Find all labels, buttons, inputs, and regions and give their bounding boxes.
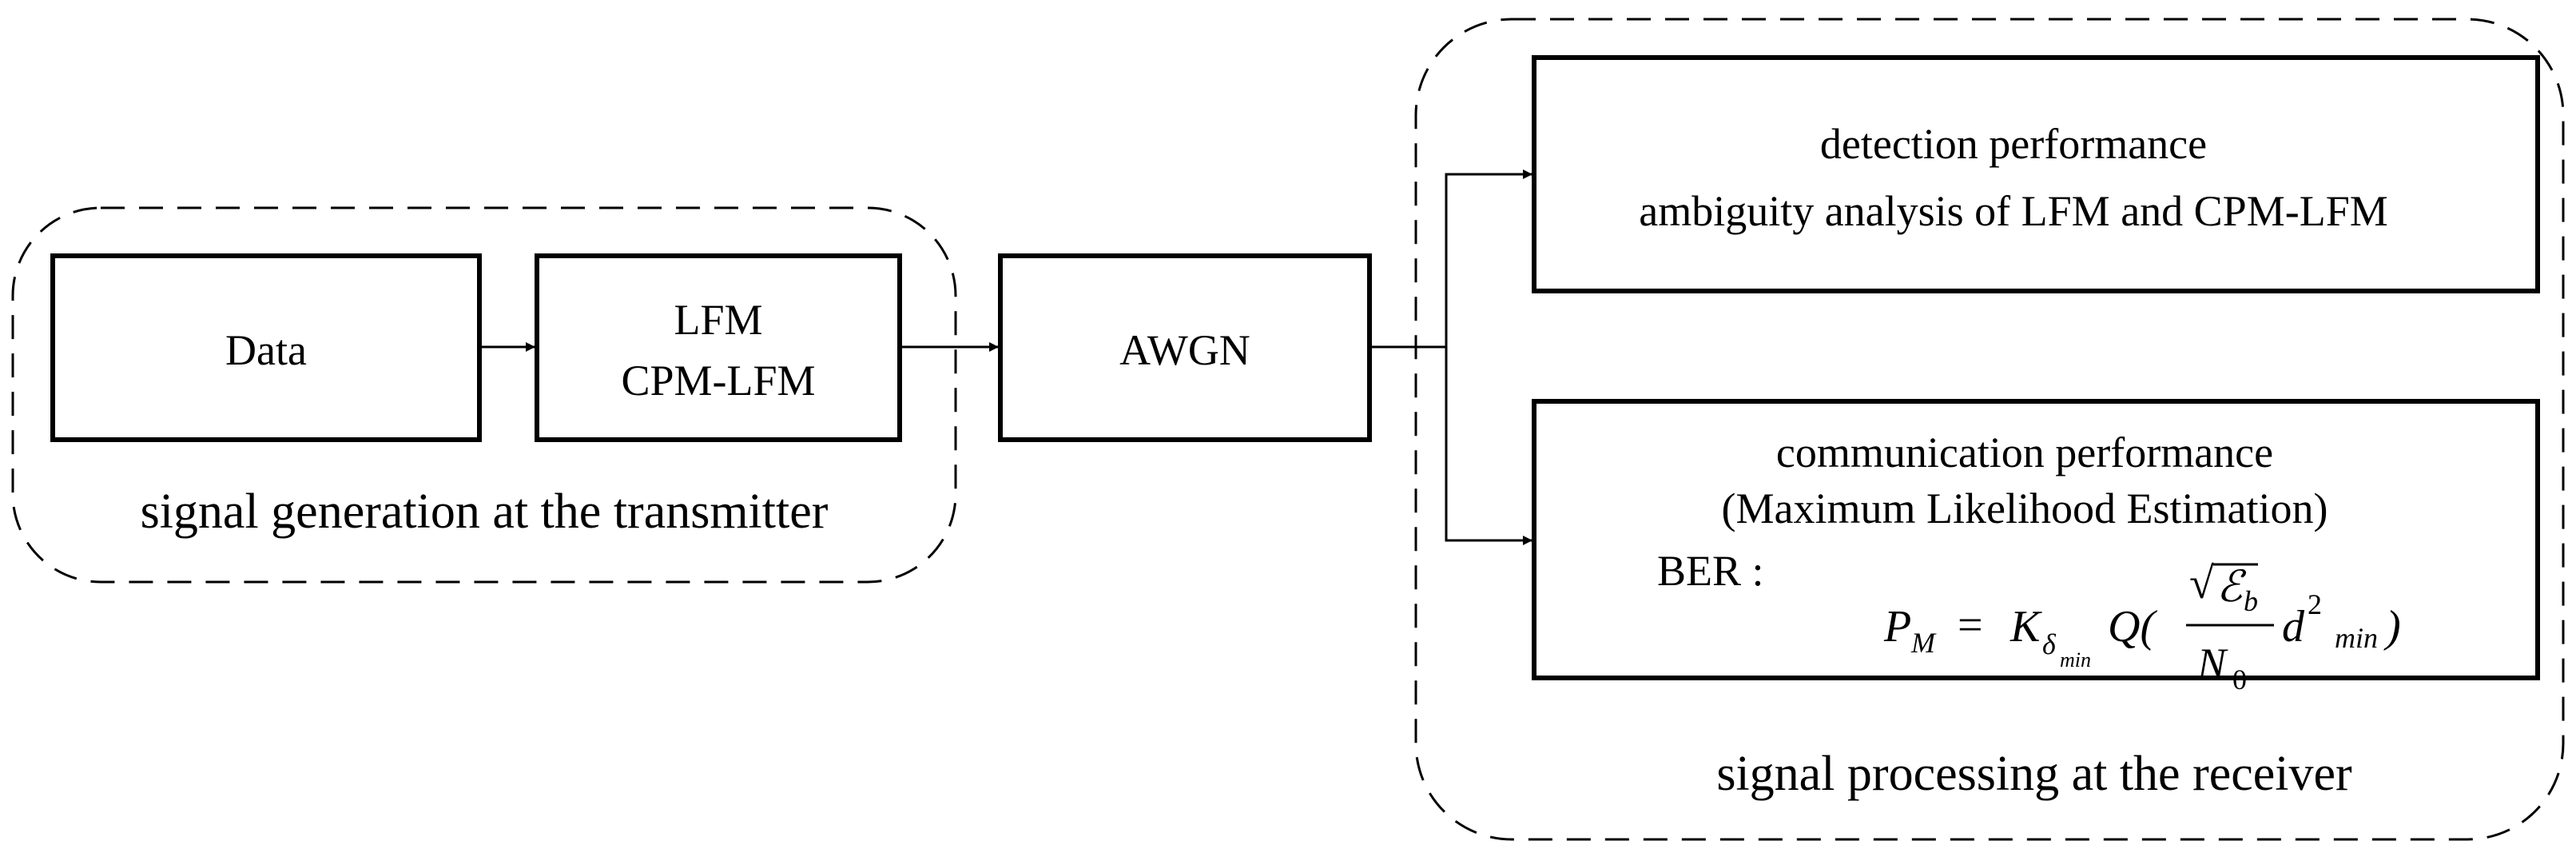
transmitter-group-label: signal generation at the transmitter bbox=[141, 484, 829, 539]
formula-k-subsub: min bbox=[2060, 648, 2091, 672]
formula-q: Q( bbox=[2108, 602, 2157, 652]
awgn-block-label: AWGN bbox=[1119, 326, 1250, 374]
communication-subtitle: (Maximum Likelihood Estimation) bbox=[1722, 484, 2328, 532]
formula-close: ) bbox=[2383, 602, 2401, 652]
receiver-group-outline bbox=[1414, 18, 2565, 841]
formula-denominator-sub: 0 bbox=[2232, 664, 2247, 696]
formula-numerator-sub: b bbox=[2244, 585, 2258, 617]
formula-sqrt: √ bbox=[2189, 559, 2214, 608]
formula-d-sup: 2 bbox=[2308, 588, 2322, 620]
arrow-to-detection bbox=[1445, 169, 1532, 347]
arrow-to-communication bbox=[1445, 347, 1532, 545]
transmitter-group-outline bbox=[11, 206, 957, 584]
data-block bbox=[50, 253, 482, 442]
communication-block bbox=[1532, 399, 2540, 680]
ber-label: BER : bbox=[1657, 547, 1764, 595]
formula-eq: = bbox=[1958, 600, 1983, 650]
ber-formula: P M = K δ min Q( √ ℰ b N 0 d 2 min ) bbox=[1883, 559, 2401, 696]
data-block-label: Data bbox=[225, 326, 307, 374]
formula-denominator: N bbox=[2196, 640, 2228, 688]
modulation-label-cpm-lfm: CPM-LFM bbox=[621, 357, 815, 405]
detection-block bbox=[1532, 55, 2540, 293]
detection-subtitle: ambiguity analysis of LFM and CPM-LFM bbox=[1639, 187, 2388, 235]
formula-p-sub: M bbox=[1910, 627, 1937, 659]
formula-d: d bbox=[2282, 602, 2305, 652]
formula-p: P bbox=[1883, 602, 1911, 652]
formula-d-sub: min bbox=[2335, 622, 2378, 654]
modulation-label-lfm: LFM bbox=[674, 296, 762, 344]
awgn-block bbox=[998, 253, 1372, 442]
receiver-group-label: signal processing at the receiver bbox=[1716, 747, 2352, 801]
formula-k-sub: δ bbox=[2042, 628, 2057, 660]
detection-title: detection performance bbox=[1820, 120, 2207, 168]
modulation-block bbox=[535, 253, 902, 442]
formula-k: K bbox=[2010, 602, 2042, 652]
formula-numerator: ℰ bbox=[2216, 563, 2247, 611]
communication-title: communication performance bbox=[1776, 428, 2273, 476]
